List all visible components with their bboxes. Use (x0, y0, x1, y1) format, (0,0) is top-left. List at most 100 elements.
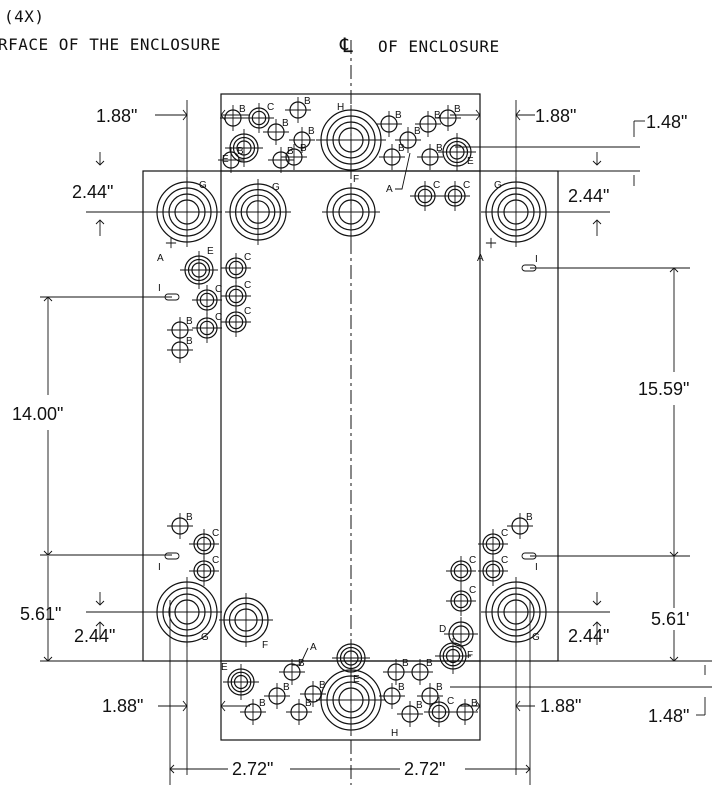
hole-letter: G (272, 182, 280, 193)
hole-letter: E (467, 156, 474, 167)
hole-letter: H (337, 102, 344, 113)
hole-letter: G (532, 632, 540, 643)
dim-bottom-left-width: 2.72" (232, 759, 273, 779)
hole-letter: G (201, 632, 209, 643)
centerline-note: OF ENCLOSURE (378, 37, 500, 56)
hole-letter: B (237, 146, 244, 157)
hole-letter: A (477, 253, 484, 264)
hole-c: C (478, 528, 508, 559)
hole-c: C (440, 180, 470, 211)
slot-i: I (158, 283, 180, 301)
hole-b: B (268, 146, 294, 173)
leader-a-bottom (292, 647, 309, 666)
hole-letter: F (353, 174, 359, 185)
count-note: (4X) (4, 7, 45, 26)
hole-b: B (240, 698, 266, 725)
hole-letter: B (283, 682, 290, 693)
hole-letter: E (353, 674, 360, 685)
hole-letter: C (267, 102, 274, 113)
hole-letter: B (300, 143, 307, 154)
dim-right-vertical-span: 15.59" (638, 379, 689, 399)
surface-note: RFACE OF THE ENCLOSURE (0, 35, 221, 54)
hole-letter: B (287, 146, 294, 157)
hole-letter: B (402, 658, 409, 669)
centerline-symbol: ℄ (339, 33, 353, 57)
hole-b: B (285, 96, 311, 123)
hole-b: B (167, 336, 193, 363)
hole-e: E (180, 246, 218, 289)
hole-letter: B (398, 682, 405, 693)
hole-c: C (478, 555, 508, 586)
hole-letter: B (239, 104, 246, 115)
hole-letter: C (463, 180, 470, 191)
leader-a-top (395, 152, 411, 190)
hole-letter: A (157, 253, 164, 264)
hole-letter: B (398, 143, 405, 154)
hole-letter: C (244, 252, 251, 263)
dim-right-bottom-slot: 5.61' (651, 609, 689, 629)
hole-c: C (244, 102, 274, 133)
hole-a: A (477, 237, 497, 264)
dimension-labels: 1.88" 1.88" 1.48" 2.44" 2.44" 14.00" 15.… (12, 106, 689, 779)
hole-b: B (281, 143, 307, 170)
slot-letter: I (158, 283, 161, 294)
hole-f: F (219, 593, 273, 651)
hole-b: B (417, 143, 443, 170)
hole-h: H (316, 102, 386, 175)
hole-letter: H (391, 728, 398, 739)
hole-b: B (435, 104, 461, 131)
dim-right-bottom-hole: 2.44" (568, 626, 609, 646)
hole-letter: F (467, 650, 473, 661)
hole-letter: B (186, 512, 193, 523)
slot-i: I (521, 254, 538, 272)
hole-letter: C (244, 280, 251, 291)
hole-f: F (322, 174, 380, 241)
hole-b: B (300, 680, 326, 707)
dim-bottom-left-offset: 1.88" (102, 696, 143, 716)
hole-letter: B (414, 126, 421, 137)
hole-letter: C (244, 306, 251, 317)
hole-b: B (397, 700, 423, 727)
hole-b: B (286, 698, 312, 725)
hole-c: C (424, 696, 454, 727)
hole-letter: G (494, 180, 502, 191)
hole-a: A (157, 237, 177, 264)
hole-letter: G (199, 180, 207, 191)
hole-letter: B (416, 700, 423, 711)
hole-letter: B (304, 96, 311, 107)
hole-letter: E (221, 662, 228, 673)
hole-b: B (507, 512, 533, 539)
dim-bottom-right-depth: 1.48" (648, 706, 689, 726)
hole-b: B (220, 104, 246, 131)
hole-c: C (192, 284, 222, 315)
hole-letter: E (207, 246, 214, 257)
hole-c: C (221, 280, 251, 311)
dim-top-right-offset: 1.88" (535, 106, 576, 126)
dim-bottom-right-offset: 1.88" (540, 696, 581, 716)
hole-b: B (379, 682, 405, 709)
hole-letter: B (259, 698, 266, 709)
hole-b: B (279, 658, 305, 685)
hole-letter: D (439, 624, 446, 635)
hole-b: B (383, 658, 409, 685)
dim-left-top-hole: 2.44" (72, 182, 113, 202)
hole-b: B (218, 146, 244, 173)
hole-letter-a-bottom: A (310, 642, 317, 653)
hole-letter: B (395, 110, 402, 121)
hole-b: B (289, 126, 315, 153)
hole-e: E (222, 129, 263, 167)
hole-letter: E (222, 154, 229, 165)
hole-letter: C (215, 284, 222, 295)
hole-c: C (446, 555, 476, 586)
hole-b: B (452, 698, 478, 725)
hole-b: B (407, 658, 433, 685)
hole-letter: C (215, 312, 222, 323)
slot-letter: I (535, 254, 538, 265)
hole-letter: C (212, 528, 219, 539)
slot-letter: I (158, 562, 161, 573)
hole-c: C (446, 585, 476, 616)
hole-letter: B (298, 658, 305, 669)
slot-letter: I (535, 562, 538, 573)
hole-letter: B (426, 658, 433, 669)
